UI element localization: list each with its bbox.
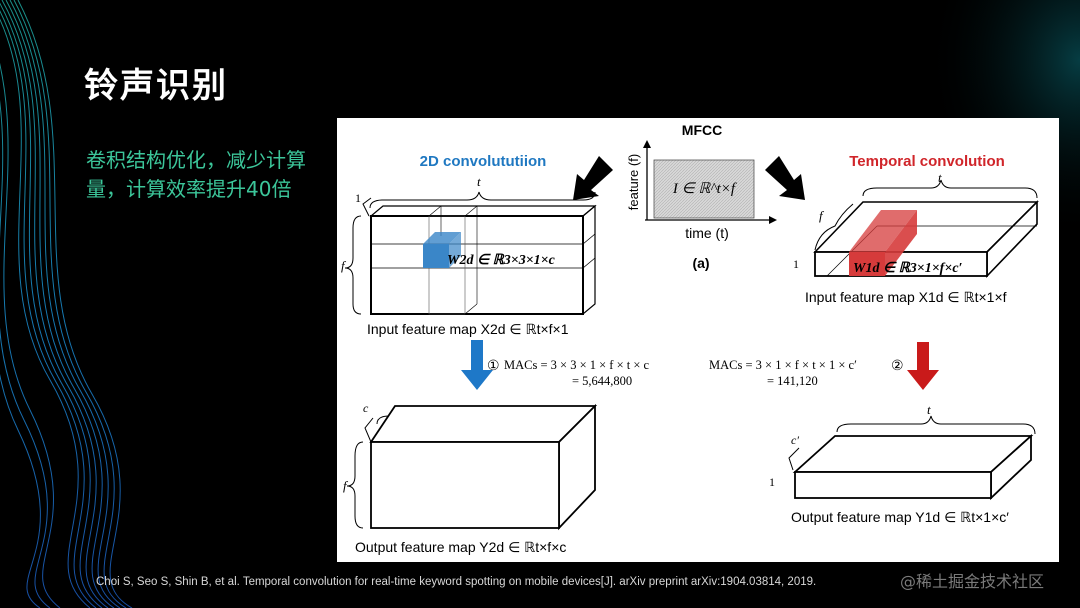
conv2d-kernel-formula: W2d ∈ ℝ3×3×1×c: [447, 253, 556, 268]
conv2d-macs-line2: = 5,644,800: [572, 374, 632, 388]
panel-label: (a): [692, 255, 709, 271]
conv2d-input-cuboid: [369, 204, 597, 316]
conv2d-macs-line1: MACs = 3 × 3 × 1 × f × t × c: [504, 358, 650, 372]
mfcc-x-label: time (t): [685, 225, 729, 241]
conv2d-output-label: Output feature map Y2d ∈ ℝt×f×c: [355, 539, 566, 555]
temporal-kernel-top: [849, 210, 917, 252]
temporal-output-label: Output feature map Y1d ∈ ℝt×1×c′: [791, 509, 1009, 525]
conv2d-kernel-top: [423, 232, 461, 244]
citation: Choi S, Seo S, Shin B, et al. Temporal c…: [96, 576, 817, 588]
conv2d-kernel-front: [423, 244, 449, 268]
conv2d-arrow: [461, 340, 493, 390]
convolution-figure: MFCC feature (f) time (t) I ∈ ℝ^t×f (a) …: [341, 122, 1039, 555]
conv2d-title: 2D convolututiion: [420, 153, 547, 170]
conv2d-output-cuboid: [369, 403, 598, 531]
slide-subtitle: 卷积结构优化，减少计算量，计算效率提升40倍: [86, 148, 306, 201]
mfcc-block: [653, 159, 755, 219]
conv2d-input-width: t: [477, 174, 481, 189]
temporal-kernel-front: [849, 252, 885, 276]
temporal-macs-line1: MACs = 3 × 1 × f × t × 1 × c′: [709, 358, 857, 372]
conv2d-macs-marker: ①: [487, 357, 500, 373]
temporal-input-label: Input feature map X1d ∈ ℝt×1×f: [805, 289, 1007, 305]
mfcc-y-label: feature (f): [626, 154, 641, 210]
conv2d-input-height: f: [341, 258, 347, 273]
temporal-title: Temporal convolution: [849, 153, 1005, 170]
temporal-macs-marker: ②: [891, 357, 904, 373]
conv2d-input-label: Input feature map X2d ∈ ℝt×f×1: [367, 321, 569, 337]
conv2d-output-depth: c: [363, 401, 369, 415]
figure-panel: MFCC feature (f) time (t) I ∈ ℝ^t×f (a) …: [337, 118, 1059, 562]
conv2d-kernel-side: [449, 232, 461, 268]
temporal-output-height: 1: [769, 475, 775, 489]
mfcc-formula: I ∈ ℝ^t×f: [672, 181, 737, 197]
temporal-kernel-side: [885, 210, 917, 276]
conv2d-output-height: f: [343, 478, 349, 493]
conv2d-input-depth: 1: [355, 191, 361, 205]
arrow-to-temporal: [765, 156, 805, 200]
temporal-output-cuboid: [792, 433, 1034, 501]
mfcc-title: MFCC: [682, 122, 722, 138]
arrow-to-2d: [573, 156, 613, 200]
temporal-output-depth: c′: [791, 433, 799, 447]
temporal-input-depth: f: [819, 208, 825, 223]
temporal-input-width: t: [938, 170, 942, 185]
slide-title: 铃声识别: [84, 66, 228, 106]
temporal-kernel-formula: W1d ∈ ℝ3×1×f×c′: [853, 261, 963, 276]
temporal-output-width: t: [927, 402, 931, 417]
watermark: @稀土掘金技术社区: [900, 572, 1045, 591]
temporal-input-height: 1: [793, 257, 799, 271]
temporal-macs-line2: = 141,120: [767, 374, 818, 388]
temporal-arrow: [907, 342, 939, 390]
